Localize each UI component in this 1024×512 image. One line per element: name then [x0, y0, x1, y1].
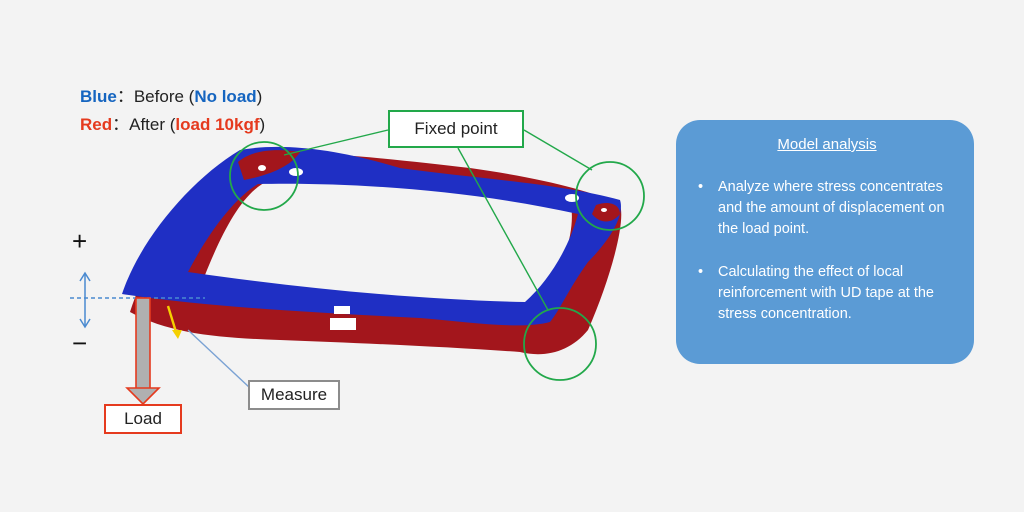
- mounting-hole: [601, 208, 607, 212]
- legend-red-close: ): [259, 115, 266, 134]
- bullet-dot: •: [698, 179, 704, 195]
- arrow-head-down-icon: [79, 318, 91, 329]
- measure-label: Measure: [248, 380, 340, 410]
- legend-red-value: load 10kgf: [175, 115, 260, 134]
- blue-frame-body: [122, 146, 621, 326]
- panel-bullet: • Calculating the effect of local reinfo…: [698, 262, 956, 325]
- panel-bullet: • Analyze where stress concentrates and …: [698, 177, 956, 240]
- displacement-indicator: [70, 271, 205, 329]
- bullet-dot: •: [698, 264, 704, 280]
- red-stress-top-left: [238, 150, 300, 180]
- center-cutout: [330, 318, 356, 330]
- leader-line: [523, 129, 593, 171]
- mounting-hole: [289, 168, 303, 176]
- panel-title: Model analysis: [777, 136, 877, 153]
- bullet-text: Analyze where stress concentrates and th…: [718, 179, 945, 237]
- original-frame-blue: [122, 146, 621, 330]
- arrow-head-up-icon: [79, 271, 91, 282]
- legend-blue-value: No load: [194, 87, 257, 106]
- measure-arrow-icon: [166, 305, 251, 389]
- fixed-point-circle-left: [229, 141, 299, 211]
- load-arrow-icon: [125, 297, 161, 406]
- legend-red-separator: ：After (: [112, 115, 176, 134]
- legend-blue-key: Blue: [80, 87, 117, 106]
- fixed-point-label: Fixed point: [388, 110, 524, 148]
- leader-line: [457, 147, 549, 311]
- legend-red-key: Red: [80, 115, 113, 134]
- red-stress-right: [592, 203, 620, 222]
- load-arrow-head: [125, 387, 161, 406]
- fixed-point-circle-bottom: [523, 307, 597, 381]
- bullet-text: Calculating the effect of local reinforc…: [718, 264, 934, 322]
- measure-leader-line: [187, 329, 251, 389]
- load-label: Load: [104, 404, 182, 434]
- model-analysis-panel: Model analysis • Analyze where stress co…: [676, 120, 974, 364]
- load-arrow-shaft: [135, 297, 151, 391]
- leader-line: [283, 129, 389, 156]
- fixed-point-circle-right: [575, 161, 645, 231]
- fixed-point-markers: [229, 129, 645, 381]
- minus-sign: −: [72, 328, 88, 358]
- center-cutout: [334, 306, 350, 314]
- legend-after: Red：After (load 10kgf): [80, 110, 265, 135]
- mounting-hole: [258, 165, 266, 171]
- legend-before: Blue：Before (No load): [80, 82, 262, 107]
- measure-arrow-shaft: [166, 305, 178, 333]
- measure-arrow-head: [172, 330, 182, 339]
- legend-blue-close: ): [256, 87, 263, 106]
- legend-blue-separator: ：Before (: [116, 87, 195, 106]
- plus-sign: +: [72, 226, 88, 256]
